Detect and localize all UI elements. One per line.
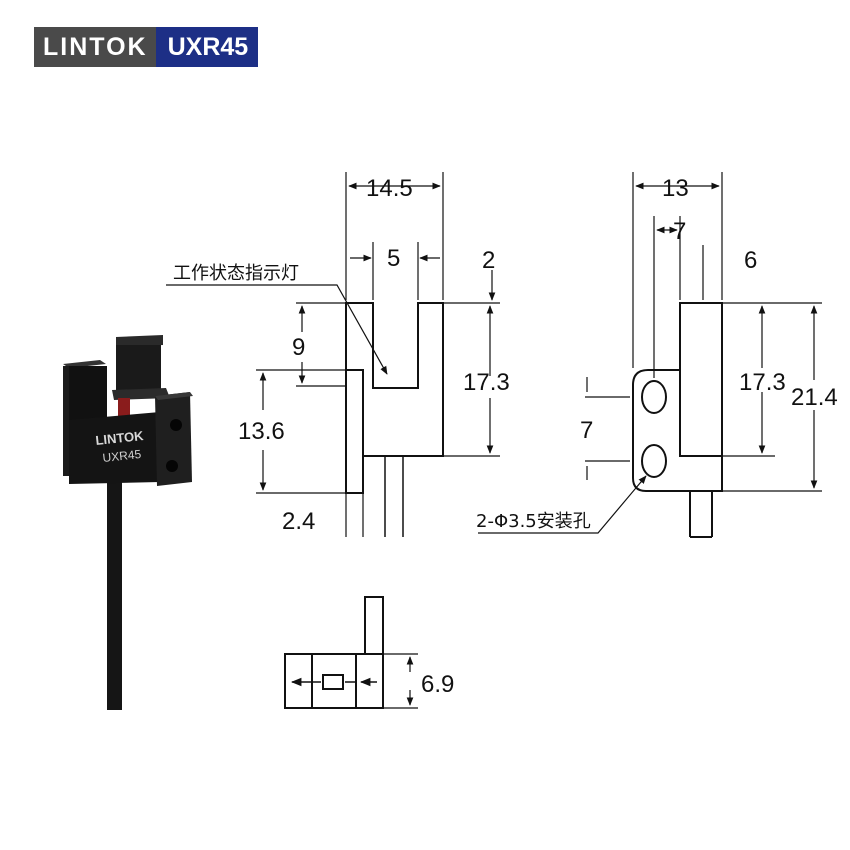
bottom-view: [284, 596, 384, 709]
side-view: [632, 302, 723, 538]
dim-bottom-height: 6.9: [421, 671, 454, 698]
brand-header: LINTOK UXR45: [34, 27, 259, 67]
front-view: [345, 302, 444, 537]
brand-company-name: LINTOK: [34, 27, 156, 67]
dim-front-height: 17.3: [463, 369, 510, 396]
dim-side-thickness: 6: [744, 247, 757, 274]
label-indicator-light: 工作状态指示灯: [173, 263, 299, 284]
dim-top-offset: 2: [482, 247, 495, 274]
emitter-element: [322, 674, 344, 690]
front-view-dimension-lines: [166, 172, 500, 494]
label-mount-holes: 2-Φ3.5安装孔: [476, 511, 591, 532]
mount-hole-top: [641, 380, 667, 414]
product-logo-text: LINTOK: [95, 428, 145, 448]
mount-hole-photo-bottom: [166, 460, 178, 472]
dim-side-inner: 7: [673, 218, 686, 245]
dim-front-width: 14.5: [366, 175, 413, 202]
dim-side-total-height: 21.4: [791, 384, 838, 411]
dim-slot-width: 5: [387, 245, 400, 272]
dim-hole-pitch: 7: [580, 417, 593, 444]
product-photo: LINTOK UXR45: [63, 335, 193, 710]
dim-side-width: 13: [662, 175, 689, 202]
sensor-cable: [107, 478, 122, 710]
side-view-dimension-lines: [478, 172, 822, 534]
mount-hole-bottom: [641, 444, 667, 478]
product-model-text: UXR45: [102, 447, 142, 465]
bottom-view-arrows: [290, 653, 418, 709]
dim-side-height: 17.3: [739, 369, 786, 396]
mount-hole-photo-top: [170, 419, 182, 431]
dim-slot-depth: 9: [292, 334, 305, 361]
dim-left-height: 13.6: [238, 418, 285, 445]
dim-bottom-step: 2.4: [282, 508, 315, 535]
brand-model-name: UXR45: [155, 27, 259, 67]
